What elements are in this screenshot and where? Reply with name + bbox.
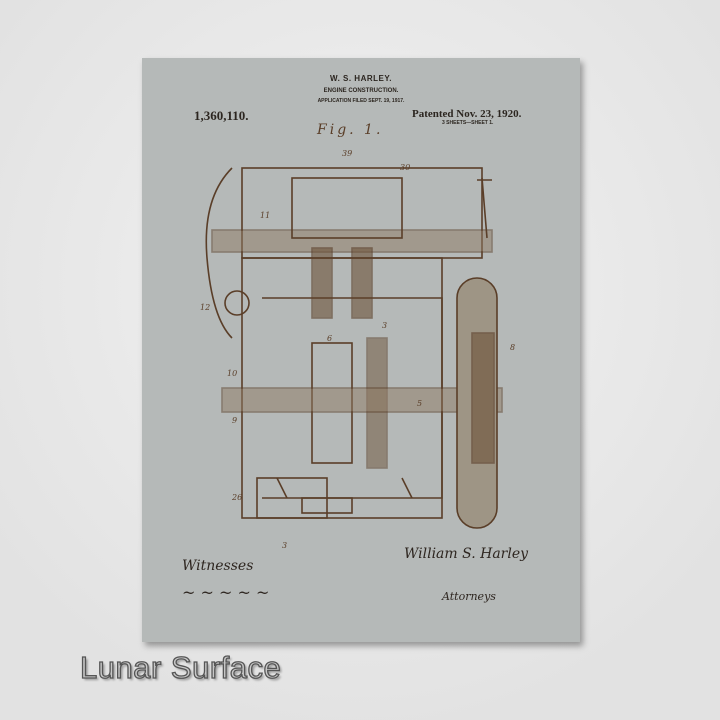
patent-print: W. S. HARLEY. ENGINE CONSTRUCTION. APPLI… [142, 58, 580, 642]
svg-text:26: 26 [231, 493, 242, 502]
svg-text:10: 10 [227, 369, 237, 378]
svg-text:12: 12 [200, 303, 210, 312]
patent-number: 1,360,110. [194, 108, 249, 123]
filed-date: APPLICATION FILED SEPT. 19, 1917. [317, 98, 405, 104]
svg-text:11: 11 [260, 211, 270, 220]
figure-label: Fig. 1. [317, 122, 384, 138]
svg-text:3: 3 [382, 321, 387, 330]
svg-text:3: 3 [282, 541, 287, 550]
patent-title: ENGINE CONSTRUCTION. [323, 88, 399, 94]
inventor-signature: William S. Harley [404, 546, 529, 562]
svg-text:39: 39 [342, 149, 352, 158]
witness-signature: ~ ~ ~ ~ ~ [182, 583, 270, 602]
svg-text:8: 8 [510, 343, 515, 352]
svg-text:30: 30 [400, 163, 410, 172]
inventor-name: W. S. HARLEY. [329, 74, 393, 83]
svg-text:5: 5 [417, 399, 422, 408]
svg-text:6: 6 [327, 334, 332, 343]
finish-label: Lunar Surface [79, 649, 282, 685]
attorneys-signature: Attorneys [442, 590, 496, 603]
witnesses-signature: Witnesses [182, 558, 254, 574]
sheet-count: 3 SHEETS—SHEET 1. [442, 120, 494, 126]
patented-date: Patented Nov. 23, 1920. [412, 108, 522, 120]
svg-text:9: 9 [232, 416, 237, 425]
